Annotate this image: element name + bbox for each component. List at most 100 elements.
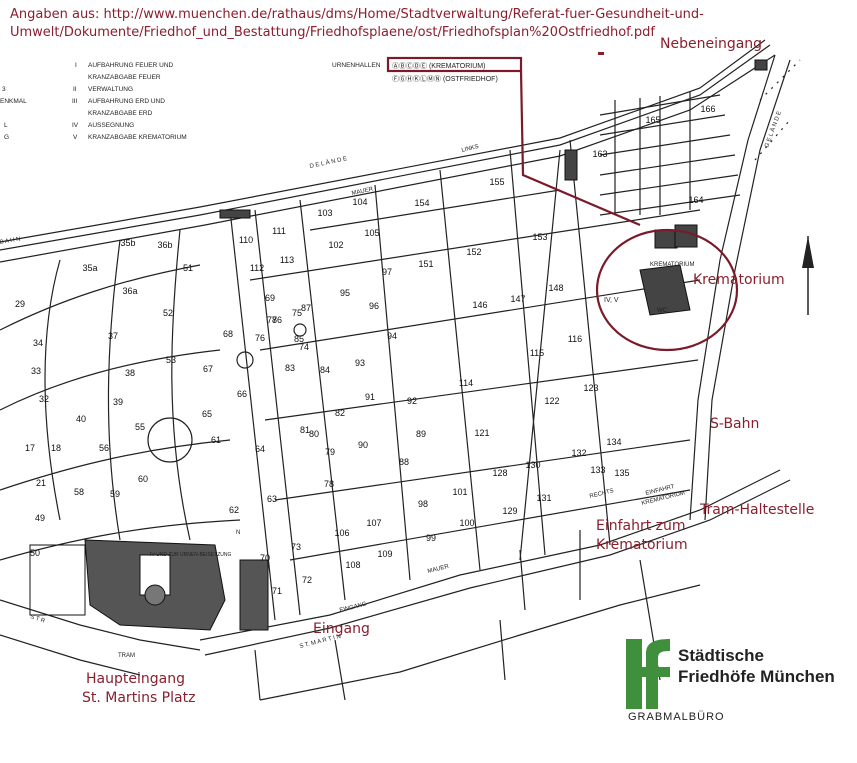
legend-text-1: AUFBAHRUNG FEUER UND: [88, 62, 174, 69]
plot-label: 85: [294, 334, 304, 344]
plot-label: 61: [211, 435, 221, 445]
plot-label: 80: [309, 429, 319, 439]
plot-label: 112: [250, 263, 264, 273]
logo-mark-icon: [626, 639, 670, 709]
plot-label: 68: [223, 329, 233, 339]
label-wc: WC: [657, 308, 668, 314]
legend-num-4: III: [72, 98, 78, 105]
plot-label: 62: [229, 505, 239, 515]
label-mauer-south: MAUER: [427, 564, 450, 575]
plot-label: 97: [382, 267, 392, 277]
label-tram: TRAM: [118, 653, 135, 659]
plot-label: 107: [366, 518, 381, 528]
plot-label: 36a: [122, 286, 137, 296]
urnen-row-1: ⒶⒷⒸⒹⒺ (KREMATORIUM): [392, 62, 485, 70]
anno-einfahrt-2: Krematorium: [596, 537, 688, 553]
plot-label: 50: [30, 548, 40, 558]
label-delaende: D E L Ä N D E: [309, 155, 348, 170]
plot-label: 131: [536, 493, 551, 503]
label-n: N: [236, 530, 240, 536]
plot-label: 128: [492, 468, 507, 478]
plot-label: 165: [645, 115, 660, 125]
plot-label: 102: [328, 240, 343, 250]
plot-label: 116: [568, 334, 582, 344]
plot-label: 122: [544, 396, 559, 406]
logo-line-2: Friedhöfe München: [678, 667, 835, 686]
plot-label: 38: [125, 368, 135, 378]
plot-label: 101: [452, 487, 467, 497]
anno-tram-haltestelle: Tram-Haltestelle: [700, 502, 815, 518]
plot-label: 74: [299, 342, 309, 352]
plot-label: 98: [418, 499, 428, 509]
plot-label: 29: [15, 299, 25, 309]
legend: I AUFBAHRUNG FEUER UND KRANZABGABE FEUER…: [0, 62, 498, 141]
plot-label: 63: [267, 494, 277, 504]
plot-label: 90: [358, 440, 368, 450]
plot-label: 121: [474, 428, 489, 438]
legend-cut-3: L: [4, 122, 8, 129]
plot-label: 36b: [157, 240, 172, 250]
map-lines: [0, 39, 801, 701]
plot-label: 115: [530, 348, 544, 358]
label-links: LINKS: [461, 144, 479, 154]
plot-label: 55: [135, 422, 145, 432]
plot-label: 70: [260, 553, 270, 563]
plot-label: 76: [255, 333, 265, 343]
plot-label: 60: [138, 474, 148, 484]
plot-label: 64: [255, 444, 265, 454]
plot-label: 103: [317, 208, 332, 218]
plot-label: 78: [324, 479, 334, 489]
plot-label: 56: [99, 443, 109, 453]
plot-label: 82: [335, 408, 345, 418]
plot-label: 37: [108, 331, 118, 341]
plot-label: 75: [292, 308, 302, 318]
legend-num-6: IV: [72, 122, 79, 129]
plot-label: 86: [272, 315, 282, 325]
friedhoefe-logo: Städtische Friedhöfe München GRABMALBÜRO: [626, 637, 841, 732]
plot-label: 53: [166, 355, 176, 365]
plot-label: 59: [110, 489, 120, 499]
plot-label: 84: [320, 365, 330, 375]
plot-label: 89: [416, 429, 426, 439]
plot-label: 87: [301, 303, 311, 313]
plot-label: 99: [426, 533, 436, 543]
plot-label: 154: [414, 198, 429, 208]
legend-num-1: I: [75, 62, 77, 69]
plot-label: 93: [355, 358, 365, 368]
legend-cut-1: 3: [2, 86, 6, 93]
plot-label: 111: [272, 226, 286, 236]
label-mauer: MAUER: [351, 186, 374, 197]
legend-text-3: VERWALTUNG: [88, 86, 133, 93]
plot-label: 94: [387, 331, 397, 341]
plot-label: 106: [334, 528, 349, 538]
legend-text-7: KRANZABGABE KREMATORIUM: [88, 134, 187, 141]
plot-label: 72: [302, 575, 312, 585]
plot-label: 52: [163, 308, 173, 318]
label-eingang-small: EINGANG: [339, 601, 368, 614]
label-str: S T R: [29, 614, 46, 625]
plot-label: 40: [76, 414, 86, 424]
plot-label: 148: [548, 283, 563, 293]
plot-label: 130: [525, 460, 540, 470]
legend-text-6: AUSSEGNUNG: [88, 122, 134, 129]
plot-label: 81: [300, 425, 310, 435]
plot-label: 110: [239, 235, 253, 245]
plot-label: 147: [510, 294, 525, 304]
plot-label: 34: [33, 338, 43, 348]
plot-label: 32: [39, 394, 49, 404]
plot-label: 146: [472, 300, 487, 310]
urnen-row-2: ⒻⒼⒽⓀⓁⓂⓃ (OSTFRIEDHOF): [392, 75, 498, 83]
plot-label: 123: [583, 383, 598, 393]
plot-label: 114: [459, 378, 473, 388]
plot-label: 105: [364, 228, 379, 238]
plot-label: 151: [418, 259, 433, 269]
plot-label: 164: [688, 195, 703, 205]
label-ivv: IV, V: [604, 297, 619, 304]
plot-label: 155: [489, 177, 504, 187]
legend-text-4: AUFBAHRUNG ERD UND: [88, 98, 165, 105]
north-arrow: [802, 236, 814, 315]
label-rechts: RECHTS: [589, 488, 614, 500]
plot-label: 21: [36, 478, 46, 488]
plot-label: 67: [203, 364, 213, 374]
